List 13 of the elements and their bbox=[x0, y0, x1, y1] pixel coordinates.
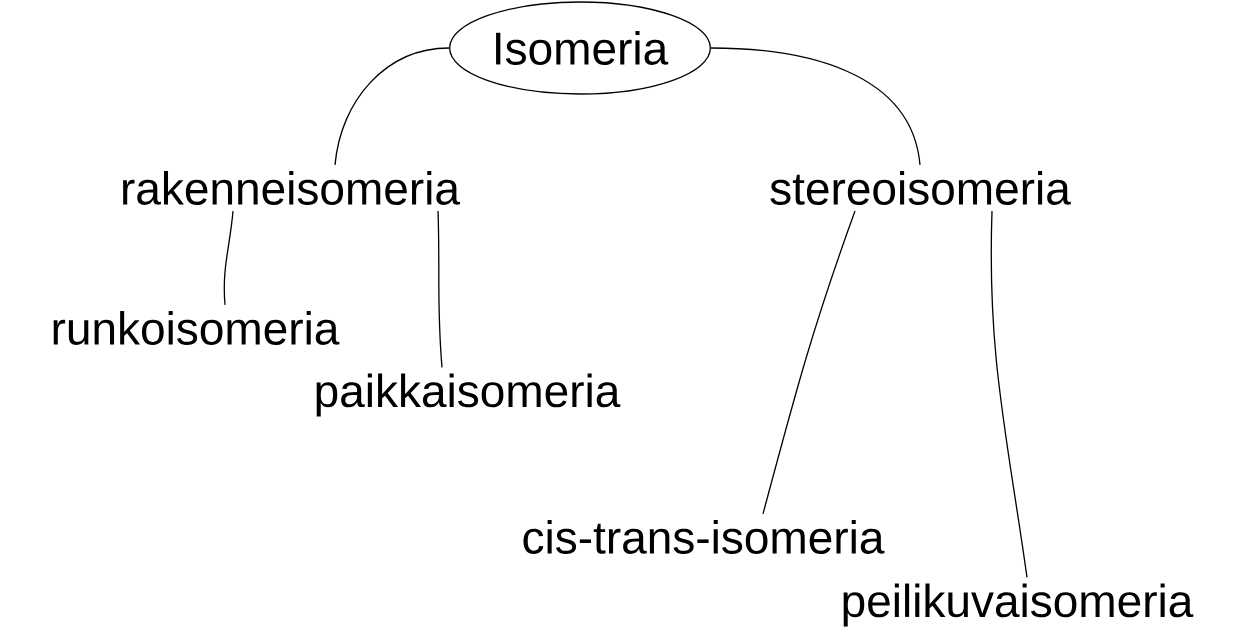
connector-line bbox=[437, 210, 443, 368]
connector-line bbox=[223, 210, 234, 306]
connector-line bbox=[990, 210, 1028, 578]
term-label: stereoisomeria bbox=[770, 171, 1071, 205]
term-label: paikkaisomeria bbox=[316, 373, 621, 417]
term-label: rakenneisomeria bbox=[123, 171, 460, 205]
connector-line bbox=[710, 47, 921, 166]
connector-line bbox=[334, 47, 450, 166]
term-label: peilikuvaisomeria bbox=[843, 583, 1194, 627]
connector-line bbox=[762, 210, 856, 515]
term-label: cis-trans-isomeria bbox=[523, 520, 885, 554]
ellipse-node: Isomeria bbox=[449, 1, 712, 95]
term-label: runkoisomeria bbox=[53, 311, 340, 345]
